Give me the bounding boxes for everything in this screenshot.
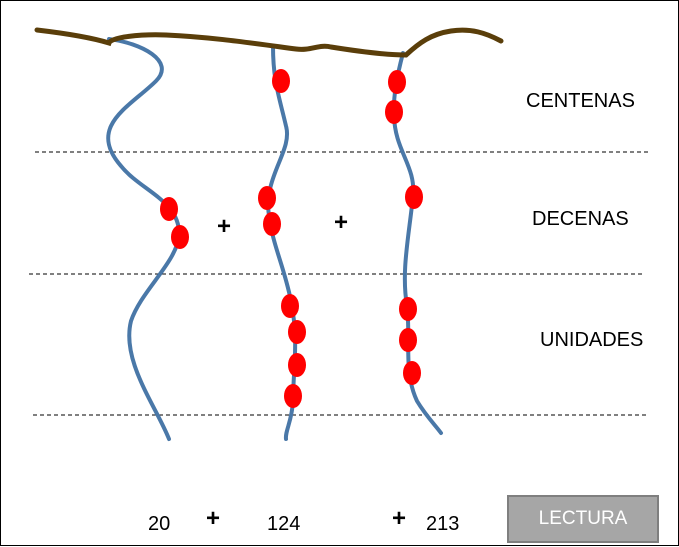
knot bbox=[399, 297, 417, 321]
knot bbox=[385, 100, 403, 124]
knot bbox=[258, 186, 276, 210]
sum-value-3: 213 bbox=[426, 513, 460, 535]
knot bbox=[388, 70, 406, 94]
knot bbox=[403, 361, 421, 385]
strand-1 bbox=[106, 37, 182, 441]
knot bbox=[171, 225, 189, 249]
plus-sign: + bbox=[392, 505, 407, 532]
row-label-decenas: DECENAS bbox=[532, 208, 629, 230]
knot bbox=[272, 69, 290, 93]
knot bbox=[281, 294, 299, 318]
knot bbox=[399, 328, 417, 352]
plus-sign: + bbox=[217, 213, 232, 240]
knot bbox=[160, 197, 178, 221]
knot bbox=[263, 212, 281, 236]
row-label-unidades: UNIDADES bbox=[540, 329, 644, 351]
plus-sign: + bbox=[206, 505, 221, 532]
knot bbox=[288, 353, 306, 377]
main-rope bbox=[34, 27, 504, 58]
sum-value-1: 20 bbox=[148, 513, 171, 535]
knot bbox=[405, 185, 423, 209]
knot bbox=[288, 320, 306, 344]
lectura-button[interactable]: LECTURA bbox=[507, 495, 659, 543]
plus-sign: + bbox=[334, 209, 349, 236]
row-label-centenas: CENTENAS bbox=[526, 90, 635, 112]
sum-value-2: 124 bbox=[267, 513, 301, 535]
strand-2 bbox=[266, 44, 298, 441]
knot bbox=[284, 384, 302, 408]
